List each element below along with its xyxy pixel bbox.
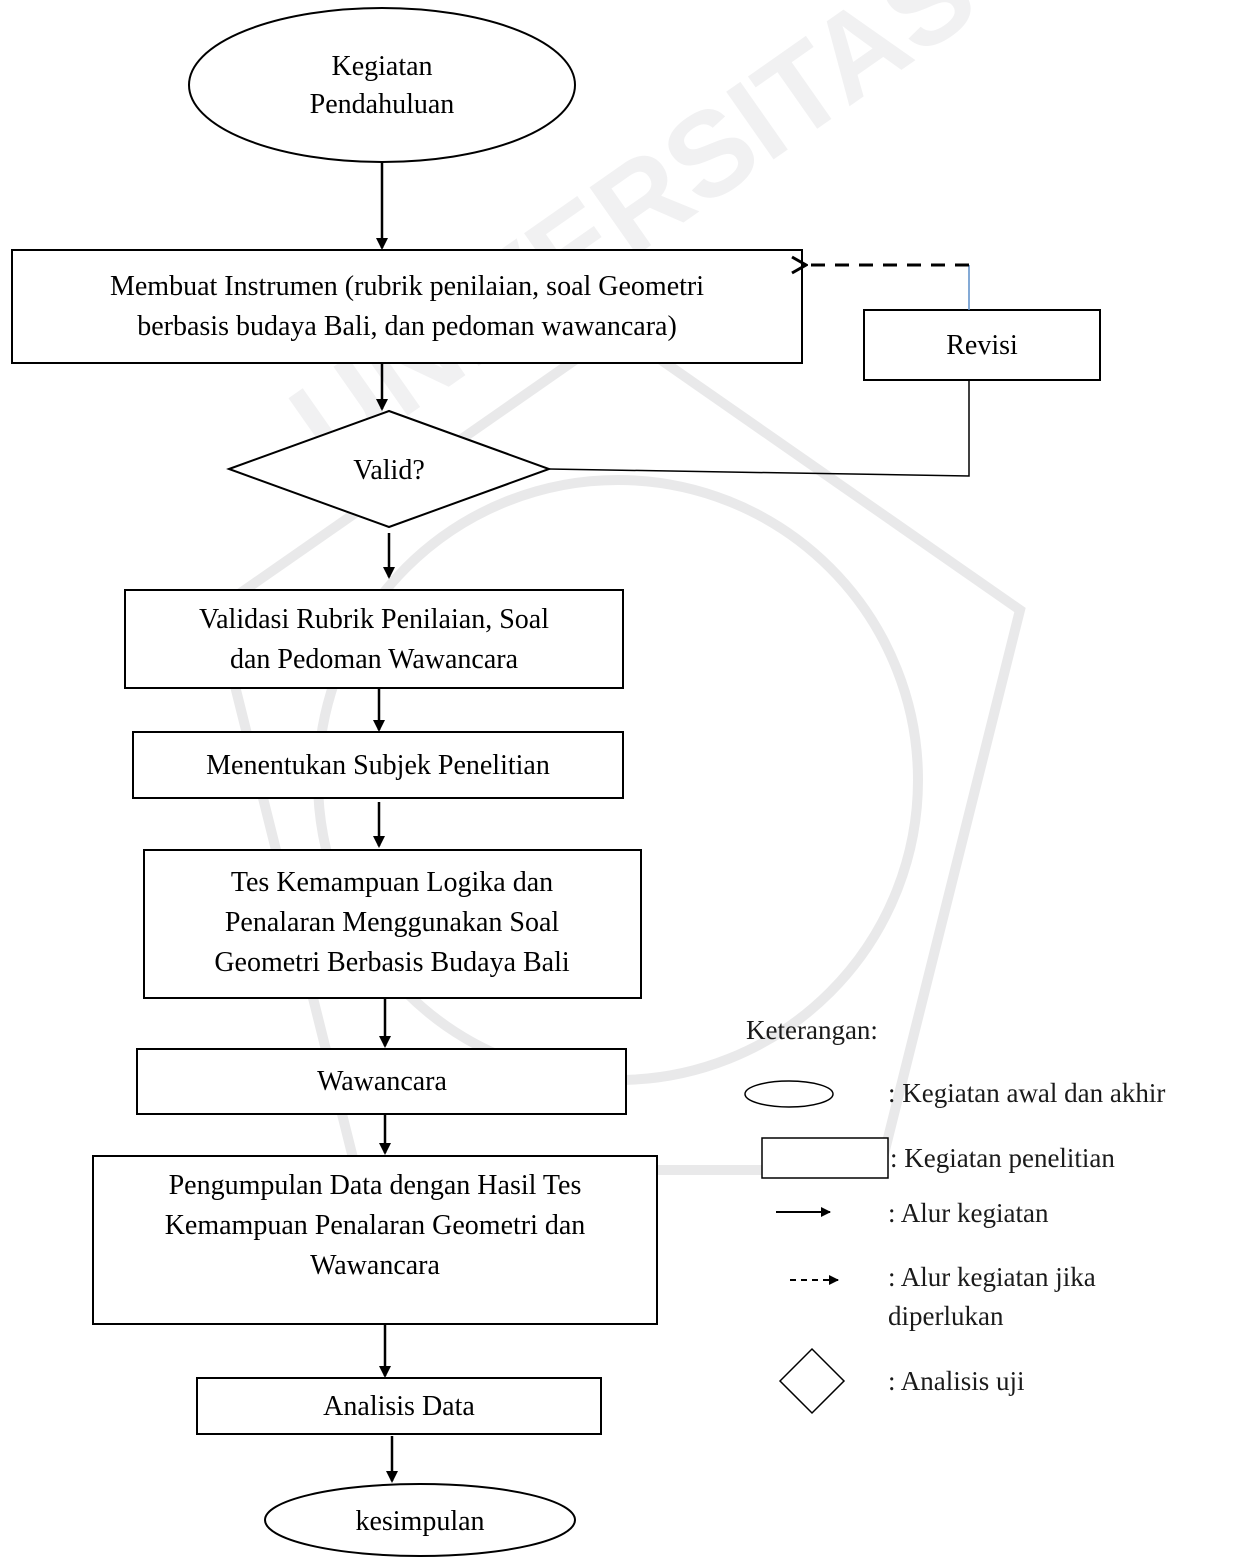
analisis-node: Analisis Data: [196, 1377, 602, 1435]
validasi-node: Validasi Rubrik Penilaian, Soal dan Pedom…: [124, 589, 624, 689]
legend-label-dashed-arrow-line1: : Alur kegiatan jika: [888, 1262, 1096, 1292]
label-line: Membuat Instrumen (rubrik penilaian, soa…: [110, 271, 704, 302]
legend-label-ellipse: : Kegiatan awal dan akhir: [888, 1078, 1165, 1108]
valid-label: Valid?: [353, 455, 425, 486]
legend-title: Keterangan:: [746, 1015, 878, 1045]
label-line: kesimpulan: [355, 1506, 484, 1537]
label-line: Analisis Data: [323, 1391, 475, 1422]
valid-decision-node: Valid?: [226, 409, 552, 529]
label-line: berbasis budaya Bali, dan pedoman wawanc…: [137, 311, 677, 342]
label-line: Pendahuluan: [310, 89, 455, 120]
subjek-node: Menentukan Subjek Penelitian: [132, 731, 624, 799]
label-line: Wawancara: [317, 1066, 447, 1097]
revisi-label: Revisi: [946, 330, 1018, 361]
label-line: dan Pedoman Wawancara: [230, 644, 519, 675]
label-line: Tes Kemampuan Logika dan: [231, 867, 553, 898]
end-node: kesimpulan: [264, 1483, 576, 1557]
label-line: Penalaran Menggunakan Soal: [225, 907, 560, 938]
validasi-label: Validasi Rubrik Penilaian, Soal dan Pedom…: [199, 604, 549, 675]
label-line: Geometri Berbasis Budaya Bali: [214, 947, 570, 978]
analisis-label: Analisis Data: [323, 1391, 475, 1422]
legend-label-dashed-arrow-line2: diperlukan: [888, 1301, 1004, 1331]
legend-rectangle-symbol: [761, 1137, 889, 1179]
instrument-label: Membuat Instrumen (rubrik penilaian, soa…: [110, 271, 704, 342]
legend-ellipse-symbol: [744, 1080, 834, 1108]
end-label: kesimpulan: [355, 1506, 484, 1537]
label-line: Revisi: [946, 330, 1018, 361]
subjek-label: Menentukan Subjek Penelitian: [206, 750, 550, 781]
label-line: Wawancara: [310, 1250, 440, 1281]
legend-label-rectangle: : Kegiatan penelitian: [890, 1143, 1115, 1173]
revisi-node: Revisi: [863, 309, 1101, 381]
legend-label-solid-arrow: : Alur kegiatan: [888, 1198, 1049, 1228]
line-valid-to-revisi: [548, 380, 970, 477]
label-line: Validasi Rubrik Penilaian, Soal: [199, 604, 549, 635]
legend-label-diamond: : Analisis uji: [888, 1366, 1025, 1396]
label-line: Valid?: [353, 455, 425, 486]
legend-diamond-symbol: [778, 1347, 846, 1415]
wawancara-node: Wawancara: [136, 1048, 627, 1115]
legend: Keterangan: : Kegiatan awal dan akhir : …: [744, 1015, 1165, 1415]
label-line: Kegiatan: [331, 51, 432, 82]
instrument-node: Membuat Instrumen (rubrik penilaian, soa…: [11, 249, 803, 364]
label-line: Menentukan Subjek Penelitian: [206, 750, 550, 781]
wawancara-label: Wawancara: [317, 1066, 447, 1097]
label-line: Kemampuan Penalaran Geometri dan: [165, 1210, 586, 1241]
label-line: Pengumpulan Data dengan Hasil Tes: [169, 1170, 582, 1201]
